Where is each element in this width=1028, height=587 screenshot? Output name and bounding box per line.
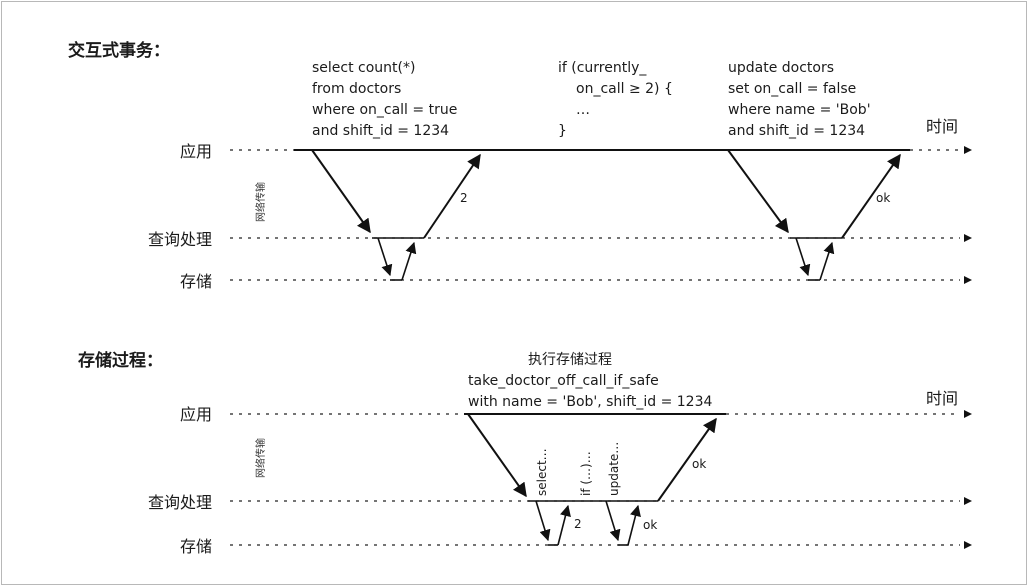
bottom-lane-app: 应用: [180, 405, 212, 424]
code-line: and shift_id = 1234: [312, 123, 449, 139]
top-lane-storage: 存储: [180, 272, 212, 291]
lane-arrow-icon: [964, 276, 972, 284]
lane-arrow-icon: [964, 234, 972, 242]
top-update-code: update doctors set on_call = false where…: [728, 60, 871, 139]
code-line: from doctors: [312, 81, 401, 97]
proc-caption: 执行存储过程 take_doctor_off_call_if_safe with…: [468, 352, 712, 410]
code-line: if (currently_: [558, 60, 647, 76]
top-lane-app: 应用: [180, 142, 212, 161]
storage-response-arrow: [627, 504, 641, 546]
top-lane-query: 查询处理: [148, 230, 212, 249]
code-line: }: [558, 123, 567, 139]
response-arrow: [657, 417, 717, 502]
top-network-label: 网络传输: [254, 182, 267, 222]
storage-request-arrow: [795, 237, 811, 277]
request-arrow: [311, 149, 371, 234]
response-arrow: [423, 153, 481, 239]
step-update: update…: [607, 442, 621, 496]
storage-response-arrow: [401, 241, 417, 281]
request-arrow: [467, 413, 527, 498]
storage-request-arrow: [535, 500, 551, 542]
storage-request-arrow: [377, 237, 393, 277]
top-section-title: 交互式事务：: [68, 40, 170, 61]
top-flow-update: ok: [727, 149, 901, 281]
bottom-section-title: 存储过程：: [78, 350, 163, 371]
top-lanes: [230, 146, 972, 284]
storage-response-arrow: [557, 504, 571, 546]
caption-line: take_doctor_off_call_if_safe: [468, 373, 659, 389]
caption-line: with name = 'Bob', shift_id = 1234: [468, 394, 712, 410]
bottom-lane-query: 查询处理: [148, 493, 212, 512]
code-line: and shift_id = 1234: [728, 123, 865, 139]
storage-return-2: 2: [574, 517, 582, 531]
top-time-label: 时间: [926, 117, 958, 136]
code-line: …: [576, 102, 590, 118]
top-if-code: if (currently_ on_call ≥ 2) { … }: [558, 60, 673, 139]
return-value-2: 2: [460, 191, 468, 205]
step-if: if (…)…: [579, 451, 593, 496]
code-line: select count(*): [312, 60, 415, 76]
code-line: where on_call = true: [312, 102, 457, 118]
lane-arrow-icon: [964, 541, 972, 549]
storage-return-ok: ok: [643, 518, 657, 532]
bottom-time-label: 时间: [926, 389, 958, 408]
bottom-lanes: [230, 410, 972, 549]
time-arrow-icon: [964, 410, 972, 418]
bottom-flow: select… if (…)… update… 2 ok ok: [467, 413, 717, 546]
storage-request-arrow: [605, 500, 621, 542]
step-select: select…: [535, 448, 549, 496]
top-select-code: select count(*) from doctors where on_ca…: [312, 60, 457, 139]
lane-arrow-icon: [964, 497, 972, 505]
code-line: on_call ≥ 2) {: [576, 81, 673, 97]
response-arrow: [841, 153, 901, 239]
bottom-lane-storage: 存储: [180, 537, 212, 556]
code-line: where name = 'Bob': [728, 102, 871, 118]
return-value-ok: ok: [876, 191, 890, 205]
return-value-ok: ok: [692, 457, 706, 471]
storage-response-arrow: [819, 241, 835, 281]
time-arrow-icon: [964, 146, 972, 154]
code-line: set on_call = false: [728, 81, 856, 97]
top-flow-select: 2: [311, 149, 481, 281]
caption-line: 执行存储过程: [528, 352, 612, 368]
request-arrow: [727, 149, 789, 234]
bottom-network-label: 网络传输: [254, 438, 267, 478]
code-line: update doctors: [728, 60, 834, 76]
